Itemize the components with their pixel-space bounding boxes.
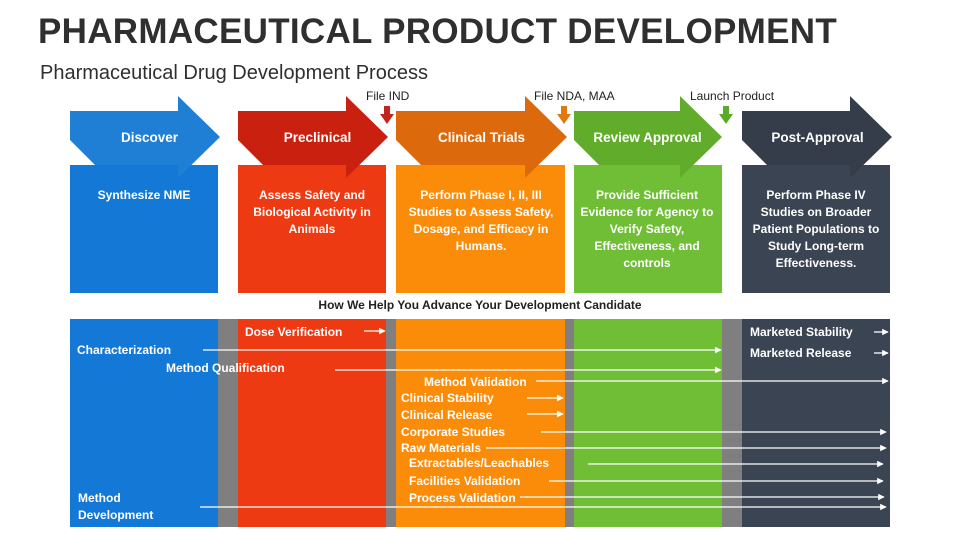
stage-arrow-clinical-trials (396, 96, 567, 178)
stage-panel-review-approval (574, 165, 722, 293)
stage-label-clinical-trials: Clinical Trials (437, 129, 526, 145)
service-dose-verification: Dose Verification (245, 325, 343, 339)
stage-column-discover (70, 319, 218, 527)
service-clinical-release: Clinical Release (401, 408, 493, 422)
stage-arrow-discover (70, 96, 220, 178)
stage-column-preclinical (238, 319, 386, 527)
page-subtitle: Pharmaceutical Drug Development Process (40, 62, 428, 84)
service-characterization: Characterization (77, 343, 172, 357)
stage-panel-discover (70, 165, 218, 293)
stage-panel-preclinical (238, 165, 386, 293)
stage-description-discover: Synthesize NME (97, 188, 191, 202)
stage-arrow-post-approval (742, 96, 892, 178)
stage-description-post-approval: Perform Phase IV Studies on Broader Pati… (752, 188, 880, 270)
stage-label-discover: Discover (120, 129, 179, 145)
stage-panel-post-approval (742, 165, 890, 293)
stage-description-preclinical: Assess Safety and Biological Activity in… (253, 188, 371, 236)
service-method-development: Method Development (78, 491, 154, 522)
milestone-label-file-ind: File IND (366, 89, 410, 103)
milestone-arrow-file-ind (380, 106, 394, 124)
service-raw-materials: Raw Materials (401, 441, 482, 455)
service-method-qualification: Method Qualification (166, 361, 285, 375)
milestone-label-file-nda-maa: File NDA, MAA (534, 89, 615, 103)
service-marketed-release: Marketed Release (750, 346, 852, 360)
service-corporate-studies: Corporate Studies (401, 425, 506, 439)
lower-section-title: How We Help You Advance Your Development… (318, 298, 642, 312)
page-title: PHARMACEUTICAL PRODUCT DEVELOPMENT (38, 12, 838, 51)
stage-arrow-review-approval (574, 96, 722, 178)
stage-column-review-approval (574, 319, 722, 527)
milestone-arrow-file-nda-maa (557, 106, 571, 124)
stage-panel-clinical-trials (396, 165, 565, 293)
service-method-validation: Method Validation (424, 375, 527, 389)
service-facilities-validation: Facilities Validation (409, 474, 521, 488)
stage-arrow-preclinical (238, 96, 388, 178)
stage-label-review-approval: Review Approval (593, 129, 702, 145)
stage-column-clinical-trials (396, 319, 565, 527)
service-process-validation: Process Validation (409, 491, 516, 505)
milestone-arrow-launch-product (719, 106, 733, 124)
stage-description-review-approval: Provide Sufficient Evidence for Agency t… (580, 188, 714, 270)
service-marketed-stability: Marketed Stability (750, 325, 853, 339)
service-clinical-stability: Clinical Stability (401, 391, 494, 405)
milestone-label-launch-product: Launch Product (690, 89, 775, 103)
service-extractables-leachables: Extractables/Leachables (409, 456, 550, 470)
stage-column-post-approval (742, 319, 890, 527)
stage-label-preclinical: Preclinical (283, 129, 352, 145)
stage-description-clinical-trials: Perform Phase I, II, III Studies to Asse… (408, 188, 554, 253)
stage-label-post-approval: Post-Approval (771, 129, 864, 145)
